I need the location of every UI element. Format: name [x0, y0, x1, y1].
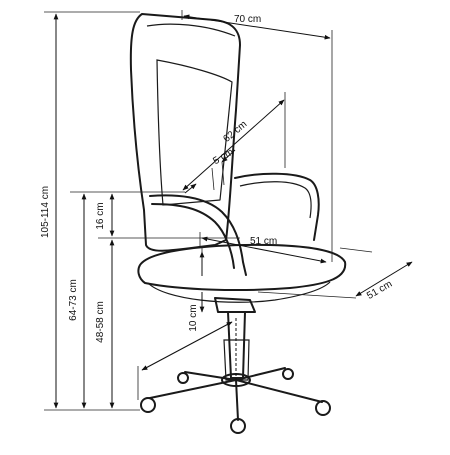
dimension-width-top: 70 cm	[181, 10, 333, 262]
seat-underside	[147, 281, 331, 303]
dimension-seat-to-floor: 48-58 cm	[95, 239, 115, 409]
dimension-seat-width: 51 cm	[257, 247, 413, 302]
dimension-seat-adjust: 10 cm	[188, 246, 205, 332]
label-arm-to-floor: 64-73 cm	[68, 279, 79, 321]
left-armrest-pad	[151, 203, 235, 269]
dimension-lumbar: 5 cm	[184, 147, 236, 194]
label-seat-to-floor: 48-58 cm	[95, 301, 106, 343]
label-seat-depth: 51 cm	[250, 236, 277, 247]
office-chair-illustration	[129, 13, 347, 434]
label-armrest-height: 16 cm	[95, 202, 106, 229]
dimension-total-height: 105-114 cm	[40, 11, 140, 411]
dimension-arm-to-floor: 64-73 cm	[68, 193, 87, 409]
backrest-inner-panel	[156, 59, 233, 206]
backrest-headrest-seam	[146, 23, 236, 37]
dimension-armrest-height: 16 cm	[95, 193, 115, 237]
left-armrest	[149, 194, 247, 276]
backrest	[129, 13, 241, 252]
dimension-base-diagonal	[137, 318, 237, 400]
dimension-seat-depth: 51 cm	[199, 232, 327, 264]
right-armrest	[234, 172, 320, 241]
tilt-mechanism	[214, 297, 256, 313]
right-armrest-pad	[239, 181, 312, 219]
label-total-height: 105-114 cm	[40, 186, 51, 238]
casters	[140, 368, 331, 434]
label-width-top: 70 cm	[234, 14, 261, 25]
label-seat-adjust: 10 cm	[188, 304, 199, 331]
